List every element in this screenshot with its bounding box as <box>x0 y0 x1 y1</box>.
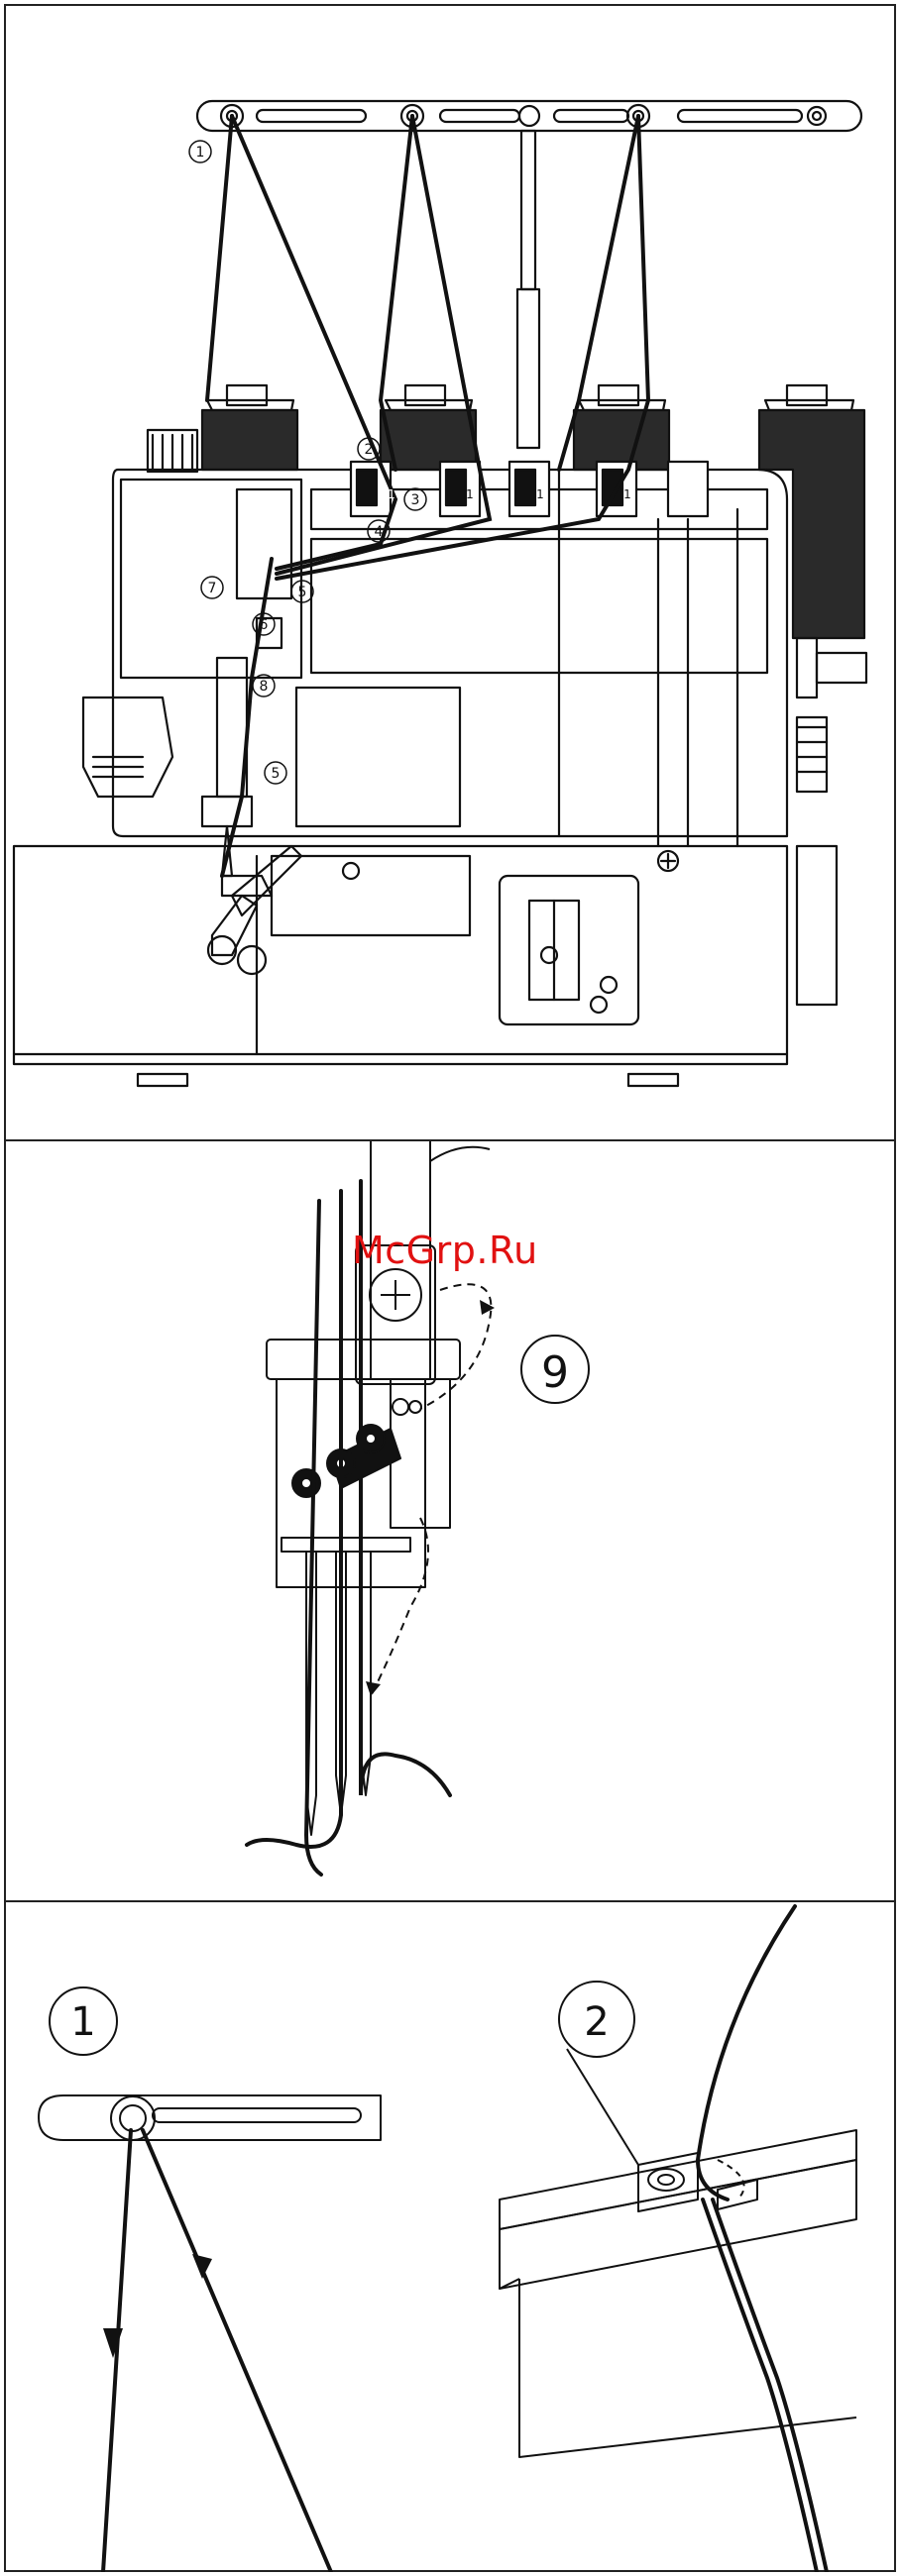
thread-path-1 <box>207 116 232 400</box>
tension-dial-label-4: 1 <box>623 487 631 501</box>
callout-7: 7 <box>208 581 217 596</box>
callout-8: 8 <box>260 679 269 695</box>
tension-dial-label-3: 1 <box>536 487 544 501</box>
callout-2: 2 <box>365 442 374 458</box>
overlocker-front-view: 1 2 3 4 5 7 6 8 5 1 1 1 1 <box>4 4 896 1139</box>
thread-guide-details: 1 2 <box>4 1902 896 2572</box>
callout-2-detail: 2 <box>584 1999 609 2045</box>
callout-1: 1 <box>196 145 205 161</box>
callout-3: 3 <box>411 492 420 508</box>
tension-dial-label-2: 1 <box>466 487 474 501</box>
watermark-text: McGrp.Ru <box>352 1229 538 1272</box>
callout-9: 9 <box>541 1347 569 1398</box>
callout-1-detail: 1 <box>70 1999 95 2045</box>
overlocker-drawing: 1 2 3 4 5 7 6 8 5 1 1 1 1 <box>4 4 896 1139</box>
callout-4: 4 <box>375 524 384 540</box>
tension-dial-label-1: 1 <box>388 487 395 501</box>
callout-5a: 5 <box>298 585 307 600</box>
callout-5b: 5 <box>272 766 281 782</box>
callout-6: 6 <box>260 617 269 633</box>
thread-guide-drawing: 1 2 <box>4 1902 896 2572</box>
